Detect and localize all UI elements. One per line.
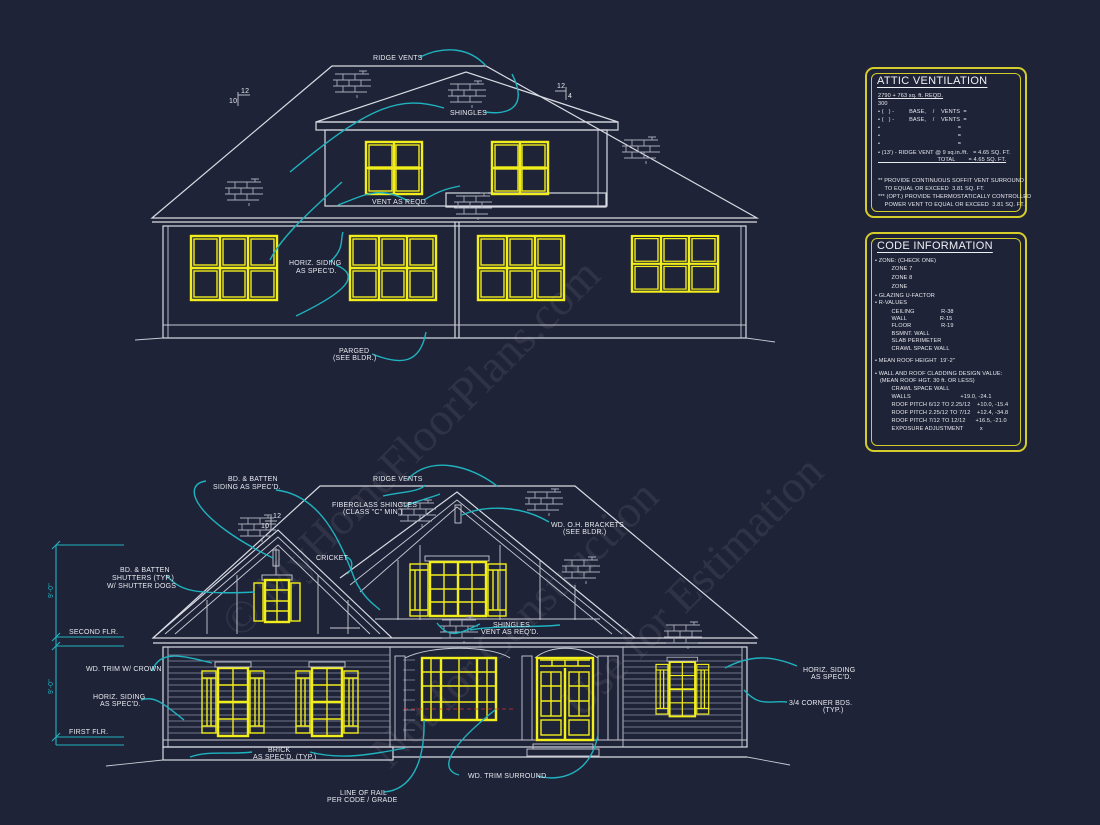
svg-text:9'-0": 9'-0" xyxy=(48,583,55,598)
attic-row: TO EQUAL OR EXCEED 3.81 SQ. FT. xyxy=(878,186,985,192)
code-row: BSMNT. WALL xyxy=(875,331,930,337)
svg-text:SHUTTERS (TYP.): SHUTTERS (TYP.) xyxy=(112,575,174,582)
svg-text:9'-0": 9'-0" xyxy=(48,679,55,694)
svg-text:SECOND FLR.: SECOND FLR. xyxy=(69,629,118,636)
code-information-title: CODE INFORMATION xyxy=(877,240,993,252)
svg-text:LINE OF RAIL: LINE OF RAIL xyxy=(340,790,387,797)
svg-text:VENT AS REQ'D.: VENT AS REQ'D. xyxy=(481,629,539,636)
code-row: ZONE xyxy=(875,284,908,290)
attic-row: • ( ) - BASE, / VENTS = xyxy=(878,109,967,115)
pitch-symbol: 12 10 xyxy=(261,513,281,530)
svg-text:(SEE BLDR.): (SEE BLDR.) xyxy=(333,355,376,362)
code-row: • ZONE: (CHECK ONE) xyxy=(875,258,937,264)
svg-text:CRICKET: CRICKET xyxy=(316,555,349,562)
code-row: CRAWL SPACE WALL xyxy=(875,346,950,352)
code-row: CRAWL SPACE WALL xyxy=(875,386,950,392)
code-row: ZONE 7 xyxy=(875,266,913,272)
svg-text:RIDGE VENTS: RIDGE VENTS xyxy=(373,55,423,62)
svg-text:AS SPEC'D.: AS SPEC'D. xyxy=(811,674,852,681)
code-row: EXPOSURE ADJUSTMENT x xyxy=(875,426,983,432)
code-row: ROOF PITCH 6/12 TO 2.25/12 +10.0, -15.4 xyxy=(875,402,1009,408)
svg-text:W/ SHUTTER DOGS: W/ SHUTTER DOGS xyxy=(107,583,176,590)
attic-row: • (13') - RIDGE VENT @ 9 sq.in./ft. = 4.… xyxy=(878,150,1011,156)
svg-text:(SEE BLDR.): (SEE BLDR.) xyxy=(563,529,606,536)
attic-row: • = xyxy=(878,133,962,139)
svg-text:3/4 CORNER BDS.: 3/4 CORNER BDS. xyxy=(789,700,852,707)
svg-text:PARGED: PARGED xyxy=(339,348,369,355)
svg-text:SIDING AS SPEC'D.: SIDING AS SPEC'D. xyxy=(213,484,281,491)
code-row: (MEAN ROOF HGT. 30 ft. OR LESS) xyxy=(875,378,975,384)
attic-row: • ( ) - BASE, / VENTS = xyxy=(878,117,967,123)
svg-text:FIRST FLR.: FIRST FLR. xyxy=(69,729,108,736)
front-elevation: 12 10 9'-0" 9'-0" xyxy=(48,464,855,804)
svg-text:AS SPEC'D. (TYP.): AS SPEC'D. (TYP.) xyxy=(253,754,316,761)
attic-row: *** (OPT.) PROVIDE THERMOSTATICALLY CONT… xyxy=(878,194,1032,200)
svg-text:(TYP.): (TYP.) xyxy=(823,707,844,714)
svg-text:WD. O.H. BRACKETS: WD. O.H. BRACKETS xyxy=(551,522,624,529)
code-row: • MEAN ROOF HEIGHT 19'-2" xyxy=(875,358,955,364)
svg-text:HORIZ. SIDING: HORIZ. SIDING xyxy=(289,260,341,267)
svg-text:SHINGLES: SHINGLES xyxy=(450,110,487,117)
code-information-panel: CODE INFORMATION • ZONE: (CHECK ONE) ZON… xyxy=(865,232,1027,452)
svg-text:VENT AS REQD.: VENT AS REQD. xyxy=(372,199,428,206)
code-row: CEILING R-38 xyxy=(875,309,954,315)
svg-text:10: 10 xyxy=(261,523,269,530)
code-row: • R-VALUES xyxy=(875,300,908,306)
french-doors xyxy=(535,656,595,742)
svg-text:BD. & BATTEN: BD. & BATTEN xyxy=(120,567,170,574)
svg-text:FIBERGLASS SHINGLES: FIBERGLASS SHINGLES xyxy=(332,502,417,509)
left-gable-window xyxy=(253,574,301,624)
attic-row: 2790 + 763 sq. ft. REQD. xyxy=(878,93,944,99)
attic-row: 300 xyxy=(878,101,888,107)
svg-text:BD. & BATTEN: BD. & BATTEN xyxy=(228,476,278,483)
svg-text:HORIZ. SIDING: HORIZ. SIDING xyxy=(93,694,145,701)
attic-row: TOTAL = 4.65 SQ. FT. xyxy=(878,157,1007,163)
code-row: ZONE 8 xyxy=(875,275,913,281)
attic-row: ** PROVIDE CONTINUOUS SOFFIT VENT SURROU… xyxy=(878,178,1025,184)
attic-ventilation-title: ATTIC VENTILATION xyxy=(877,75,988,87)
porch-window xyxy=(420,656,498,722)
height-dimensions: 9'-0" 9'-0" xyxy=(48,540,124,746)
pitch-symbol: 12 10 12 4 xyxy=(229,83,572,106)
svg-text:12: 12 xyxy=(273,513,281,520)
code-row: • WALL AND ROOF CLADDING DESIGN VALUE: xyxy=(875,371,1003,377)
svg-text:12: 12 xyxy=(241,88,249,95)
svg-text:SHINGLES: SHINGLES xyxy=(493,622,530,629)
attic-ventilation-panel: ATTIC VENTILATION 2790 + 763 sq. ft. REQ… xyxy=(865,67,1031,218)
code-row: ROOF PITCH 2.25/12 TO 7/12 +12.4, -34.8 xyxy=(875,410,1009,416)
code-row: WALLS +19.0, -24.1 xyxy=(875,394,992,400)
code-row: SLAB PERIMETER xyxy=(875,338,942,344)
svg-text:4: 4 xyxy=(568,93,572,100)
panel-inner-border xyxy=(871,73,1021,212)
code-row: • GLAZING U-FACTOR xyxy=(875,293,935,299)
attic-row: POWER VENT TO EQUAL OR EXCEED 3.81 SQ. F… xyxy=(878,202,1025,208)
svg-text:WD. TRIM W/ CROWN: WD. TRIM W/ CROWN xyxy=(86,666,162,673)
attic-row: • = xyxy=(878,125,962,131)
code-row: WALL R-15 xyxy=(875,316,953,322)
svg-text:HORIZ. SIDING: HORIZ. SIDING xyxy=(803,667,855,674)
svg-text:(CLASS "C" MIN.): (CLASS "C" MIN.) xyxy=(343,509,403,516)
code-row: ROOF PITCH 7/12 TO 12/12 +16.5, -21.0 xyxy=(875,418,1007,424)
attic-row: • = xyxy=(878,141,962,147)
center-gable-window xyxy=(409,555,507,618)
svg-text:WD. TRIM SURROUND: WD. TRIM SURROUND xyxy=(468,773,546,780)
code-row: FLOOR R-19 xyxy=(875,323,954,329)
svg-text:12: 12 xyxy=(557,83,565,90)
svg-text:AS SPEC'D.: AS SPEC'D. xyxy=(296,268,337,275)
rear-elevation: 12 10 12 4 RIDGE VENTS SHINGLES VENT AS … xyxy=(134,49,776,362)
svg-text:BRICK: BRICK xyxy=(268,747,291,754)
svg-text:10: 10 xyxy=(229,98,237,105)
svg-text:AS SPEC'D.: AS SPEC'D. xyxy=(100,701,141,708)
panel-inner-border xyxy=(871,238,1021,446)
svg-text:PER CODE / GRADE: PER CODE / GRADE xyxy=(327,797,398,804)
svg-text:RIDGE VENTS: RIDGE VENTS xyxy=(373,476,423,483)
